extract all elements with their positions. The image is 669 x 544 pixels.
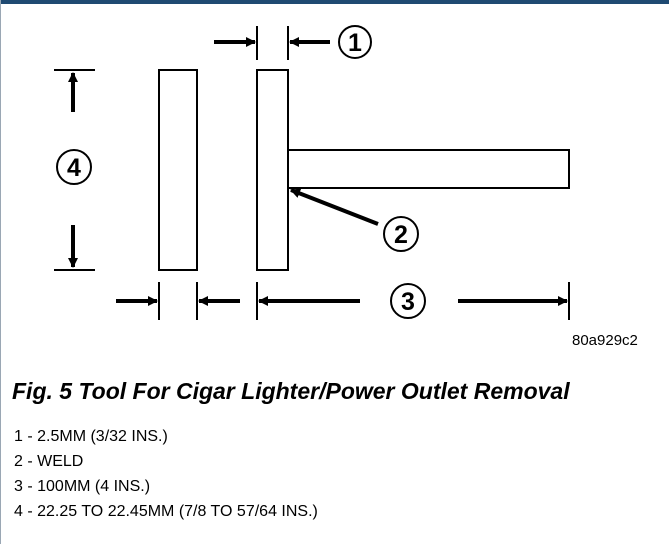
callout-2-number: 2 [394,221,408,249]
figure-caption: Fig. 5 Tool For Cigar Lighter/Power Outl… [12,378,570,404]
callout-3-circle [390,283,426,319]
legend-item-3: 3 - 100MM (4 INS.) [14,478,151,495]
callout-2-circle [383,216,419,252]
legend-item-2: 2 - WELD [14,453,84,470]
figure-reference-code: 80a929c2 [572,332,638,349]
callout-4-circle [56,149,92,185]
callout-1-number: 1 [348,29,362,57]
tool-diagram: 1 4 2 3 [54,25,570,320]
callout-3-number: 3 [401,288,415,316]
legend-item-1: 1 - 2.5MM (3/32 INS.) [14,428,168,445]
left-plate [158,69,198,271]
callout-4-number: 4 [67,154,81,182]
top-border-bar [0,0,669,4]
callout-1-circle [338,25,372,59]
right-plate [256,69,289,271]
weld-leader-arrow [290,188,379,226]
handle-rod [287,149,570,189]
legend-list: 1 - 2.5MM (3/32 INS.) 2 - WELD 3 - 100MM… [14,424,318,524]
legend-item-4: 4 - 22.25 TO 22.45MM (7/8 TO 57/64 INS.) [14,503,318,520]
